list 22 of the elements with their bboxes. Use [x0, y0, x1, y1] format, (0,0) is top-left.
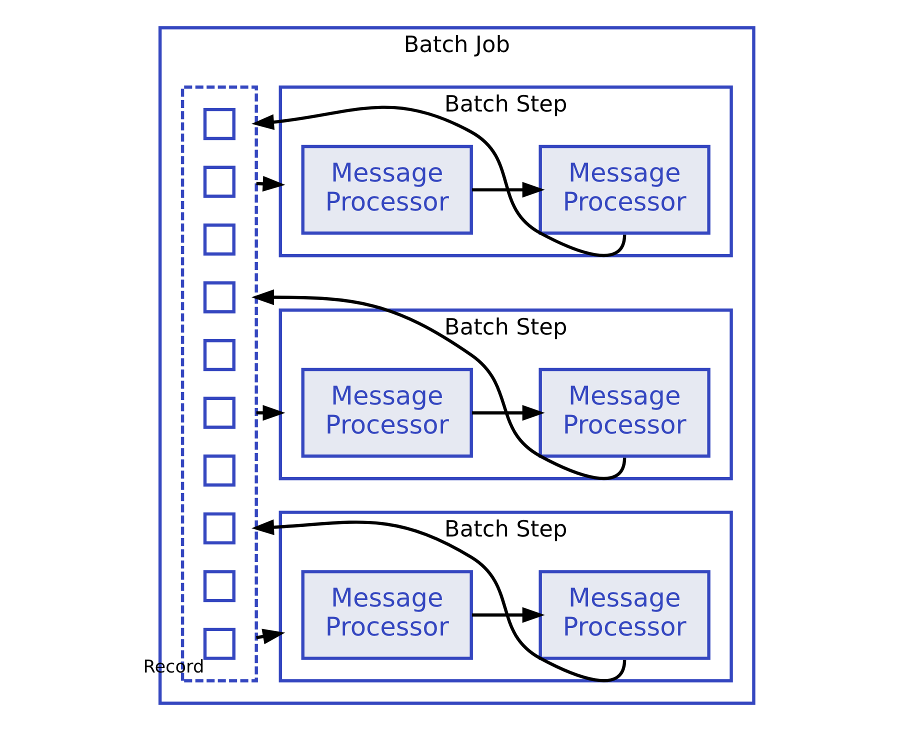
node-box: Message Processor — [301, 144, 473, 235]
node-box — [203, 339, 236, 372]
arrow — [472, 607, 545, 623]
node-box — [203, 454, 236, 487]
arrow — [256, 404, 286, 421]
node-box — [203, 512, 236, 544]
node-box — [203, 224, 236, 256]
node-box: Message Processor — [538, 144, 710, 235]
arrow — [472, 182, 545, 198]
node-box: Message Processor — [538, 368, 710, 458]
node-box: Message Processor — [301, 570, 473, 660]
node-box — [203, 628, 236, 660]
node-box — [203, 108, 236, 140]
node-box — [203, 281, 236, 314]
node-box — [203, 166, 236, 198]
arrow — [251, 289, 626, 480]
node-box: Message Processor — [538, 570, 710, 660]
node-box — [203, 570, 236, 602]
node-box — [203, 396, 236, 429]
arrow — [252, 106, 626, 257]
node-box: Message Processor — [301, 368, 473, 458]
arrow — [472, 404, 545, 421]
